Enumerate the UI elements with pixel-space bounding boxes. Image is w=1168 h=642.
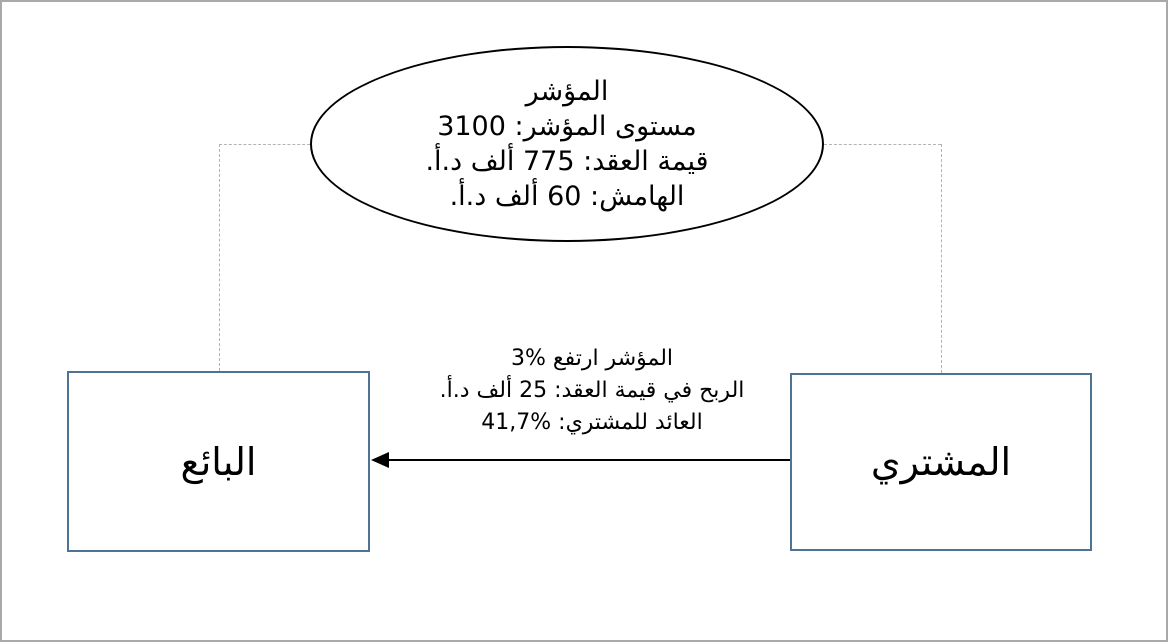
arrow-label-return-line: العائد للمشتري: %41,7	[481, 410, 703, 435]
ellipse-title-line: المؤشر	[525, 76, 609, 107]
connector-ellipse-to-seller-horizontal	[219, 144, 310, 145]
connector-ellipse-to-buyer-horizontal	[824, 144, 941, 145]
index-info-text: المؤشر مستوى المؤشر: 3100 قيمة العقد: 77…	[425, 74, 708, 214]
arrow-label: المؤشر ارتفع %3 الربح في قيمة العقد: 25 …	[372, 343, 812, 439]
buyer-label: المشتري	[870, 440, 1012, 484]
seller-label: البائع	[180, 439, 257, 484]
ellipse-index-level-line: مستوى المؤشر: 3100	[437, 111, 697, 142]
seller-box: البائع	[67, 371, 370, 552]
connector-ellipse-to-buyer-vertical	[941, 144, 942, 373]
ellipse-margin-line: الهامش: 60 ألف د.أ.	[449, 181, 685, 212]
ellipse-contract-value-line: قيمة العقد: 775 ألف د.أ.	[425, 146, 709, 177]
connector-ellipse-to-seller-vertical	[219, 144, 220, 371]
arrow-left-icon	[371, 452, 389, 468]
arrow-label-profit-line: الربح في قيمة العقد: 25 ألف د.أ.	[439, 378, 745, 403]
arrow-line	[388, 459, 790, 461]
buyer-box: المشتري	[790, 373, 1092, 551]
arrow-label-index-rise-line: المؤشر ارتفع %3	[510, 346, 674, 371]
index-info-ellipse: المؤشر مستوى المؤشر: 3100 قيمة العقد: 77…	[310, 46, 824, 242]
